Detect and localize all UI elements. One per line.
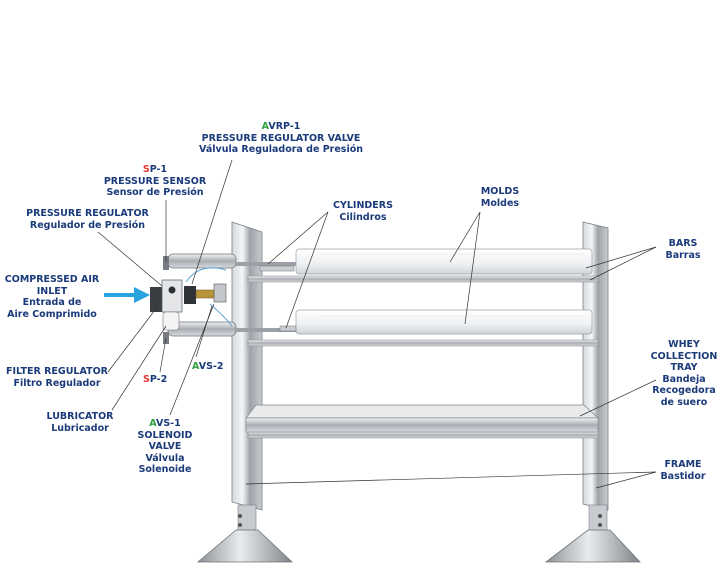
frame-en: FRAME (664, 459, 702, 470)
label-bars: BARS Barras (650, 238, 716, 261)
whey-en3: TRAY (670, 362, 698, 373)
bars-es: Barras (665, 249, 701, 261)
filter-regulator-es: Filtro Regulador (13, 377, 101, 389)
frame-es: Bastidor (660, 470, 706, 482)
label-pressure-regulator: PRESSURE REGULATOR Regulador de Presión (20, 208, 155, 231)
sp1-code: P-1 (149, 164, 168, 175)
label-frame: FRAME Bastidor (650, 459, 716, 482)
label-whey-tray: WHEY COLLECTION TRAY Bandeja Recogedora … (646, 339, 722, 408)
whey-es3: de suero (660, 396, 708, 408)
leader-lines (97, 159, 657, 489)
frame-left (196, 221, 294, 563)
whey-en2: COLLECTION (650, 350, 718, 362)
label-cylinders: CYLINDERS Cilindros (318, 200, 408, 223)
cylinders-en: CYLINDERS (333, 200, 393, 211)
avrp1-prefix: A (261, 121, 269, 132)
avrp1-code: VRP-1 (268, 121, 301, 132)
molds (295, 248, 593, 335)
sp1-en: PRESSURE SENSOR (103, 175, 207, 187)
whey-en1: WHEY (668, 339, 700, 350)
label-avs1: AVS-1 SOLENOID VALVE Válvula Solenoide (125, 418, 205, 476)
whey-es1: Bandeja (662, 373, 706, 385)
air-inlet-arrow (104, 287, 150, 303)
label-compressed-air: COMPRESSED AIR INLET Entrada de Aire Com… (2, 274, 102, 320)
whey-tray (245, 404, 599, 433)
avs1-en2: VALVE (148, 441, 182, 452)
pneumatic-unit (150, 256, 233, 344)
avs1-code: VS-1 (155, 418, 181, 429)
avrp1-en: PRESSURE REGULATOR VALVE (201, 132, 361, 144)
avs2-code: VS-2 (198, 361, 224, 372)
label-filter-regulator: FILTER REGULATOR Filtro Regulador (2, 366, 112, 389)
compressed-air-es2: Aire Comprimido (7, 308, 97, 320)
avs1-prefix: A (149, 418, 156, 429)
whey-es2: Recogedora (652, 385, 716, 396)
avs1-es2: Solenoide (138, 464, 192, 475)
sp1-es: Sensor de Presión (106, 187, 204, 198)
cylinders (167, 253, 297, 337)
avs1-es1: Válvula (145, 452, 185, 464)
label-lubricator: LUBRICATOR Lubricador (30, 411, 130, 434)
cylinders-es: Cilindros (339, 211, 387, 223)
molds-es: Moldes (480, 197, 520, 209)
sp1-prefix: S (142, 164, 150, 175)
label-avs2: AVS-2 (192, 361, 223, 373)
filter-regulator-en: FILTER REGULATOR (6, 366, 108, 377)
avs1-en1: SOLENOID (137, 429, 193, 441)
compressed-air-en2: INLET (36, 285, 68, 297)
sp2-code: P-2 (149, 374, 168, 385)
avrp1-es: Válvula Reguladora de Presión (199, 144, 363, 155)
avs2-prefix: A (192, 361, 199, 372)
lubricator-en: LUBRICATOR (46, 411, 114, 422)
compressed-air-es1: Entrada de (22, 297, 82, 308)
label-molds: MOLDS Moldes (460, 186, 540, 209)
lubricator-es: Lubricador (51, 422, 109, 434)
label-avrp1: AVRP-1 PRESSURE REGULATOR VALVE Válvula … (196, 121, 366, 156)
label-sp2: SP-2 (143, 374, 167, 386)
compressed-air-en1: COMPRESSED AIR (4, 274, 100, 285)
pressure-regulator-es: Regulador de Presión (29, 219, 146, 231)
label-sp1: SP-1 PRESSURE SENSOR Sensor de Presión (95, 164, 215, 199)
pressure-regulator-en: PRESSURE REGULATOR (26, 208, 149, 219)
bars-en: BARS (668, 238, 698, 249)
molds-en: MOLDS (480, 186, 520, 197)
sp2-prefix: S (143, 374, 150, 385)
